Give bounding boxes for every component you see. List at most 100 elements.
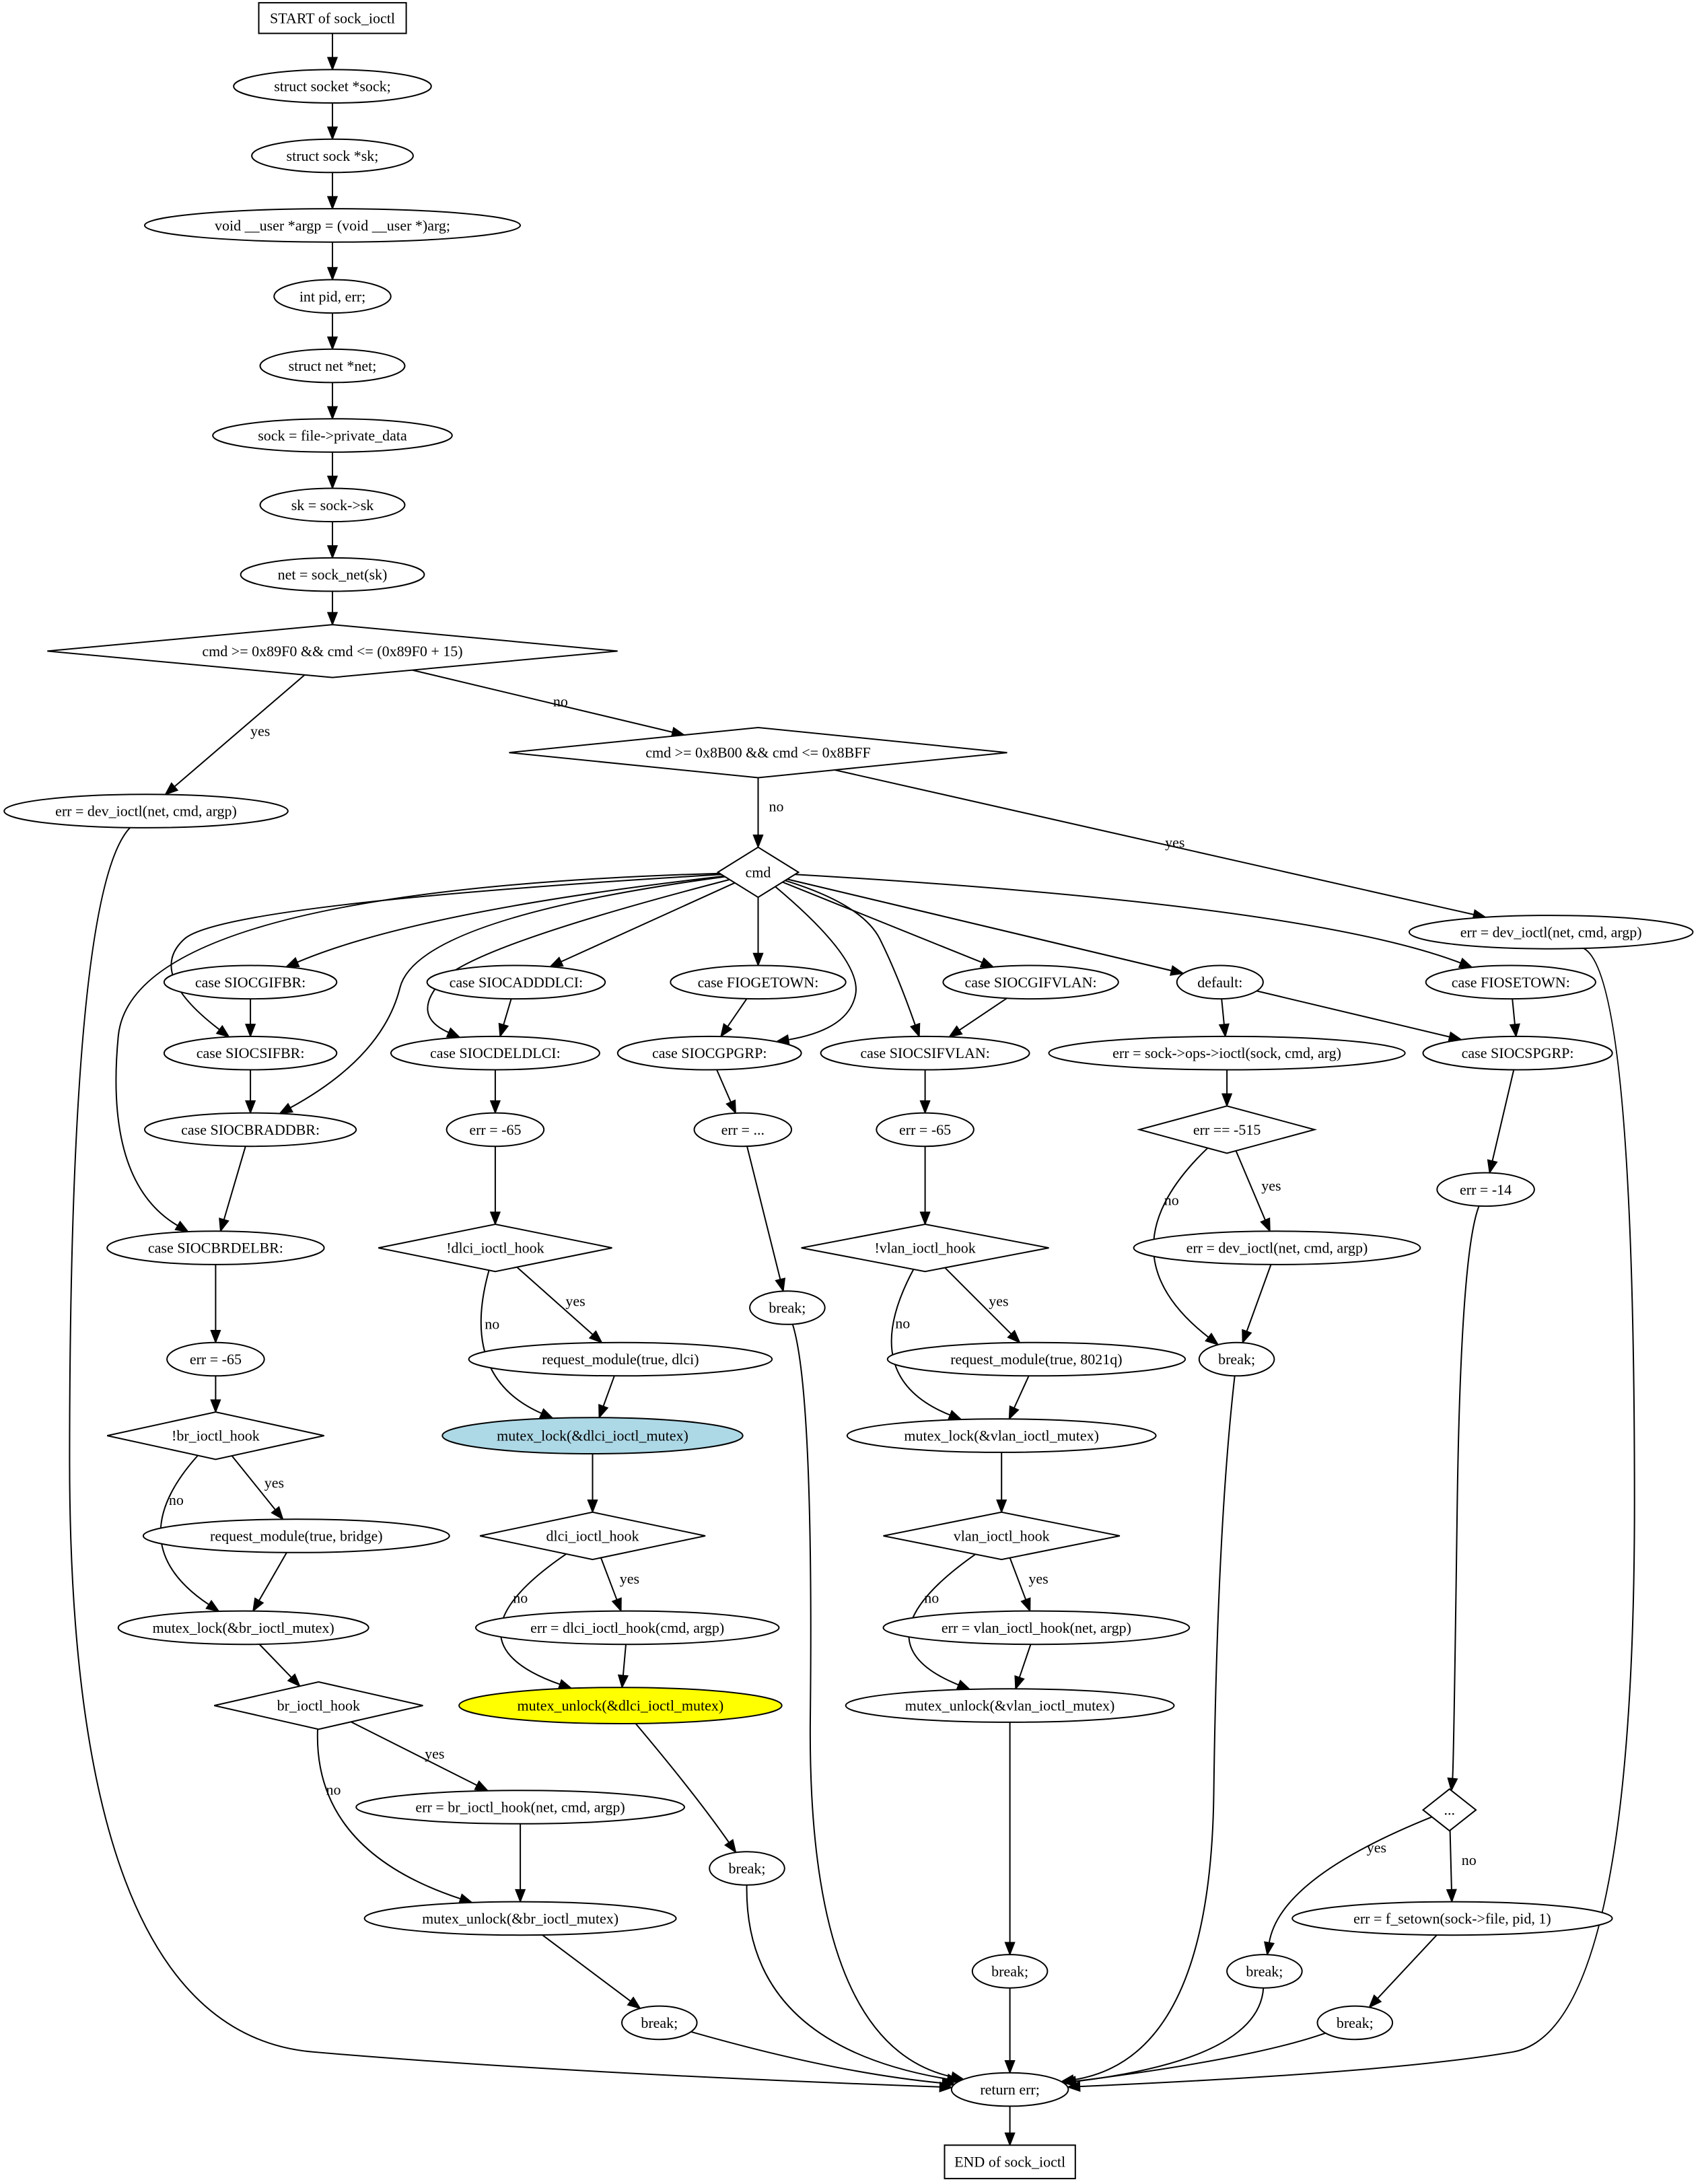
node-label: void __user *argp = (void __user *)arg; xyxy=(215,217,450,234)
node-n7: sk = sock->sk xyxy=(259,487,406,523)
node-label: case SIOCGIFVLAN: xyxy=(965,974,1097,991)
edge-c-brdelbr-to-br-err xyxy=(210,1264,221,1344)
node-label: err = dev_ioctl(net, cmd, argp) xyxy=(55,803,237,820)
edge-n4-to-n5 xyxy=(326,313,339,351)
node-n3: void __user *argp = (void __user *)arg; xyxy=(144,208,521,243)
edge-line xyxy=(787,878,1450,1038)
arrow-head xyxy=(627,1996,641,2010)
node-vl-d1: !vlan_ioctl_hook xyxy=(801,1223,1049,1273)
node-label: case SIOCGPGRP: xyxy=(652,1045,767,1061)
edge-sp-err-to-sp-d xyxy=(1447,1205,1480,1792)
edge-own-err-to-own-break xyxy=(746,1146,786,1293)
node-label: break; xyxy=(991,1963,1028,1979)
arrow-head xyxy=(1487,1159,1498,1174)
arrow-head xyxy=(326,545,339,559)
node-shape xyxy=(1176,964,1264,1000)
edge-line xyxy=(1491,1069,1515,1162)
node-dl-break: break; xyxy=(709,1851,785,1886)
edge-sw-to-c-fiosetown xyxy=(795,874,1474,968)
node-label: dlci_ioctl_hook xyxy=(546,1528,639,1545)
node-shape xyxy=(3,794,289,829)
arrow-head xyxy=(215,1024,231,1038)
node-shape xyxy=(670,964,847,1000)
edge-label-no: no xyxy=(895,1315,910,1332)
node-shape xyxy=(273,279,392,314)
arrow-head xyxy=(219,1218,229,1233)
node-label: case SIOCDELDLCI: xyxy=(430,1045,561,1061)
edge-line xyxy=(727,998,748,1027)
node-label: cmd xyxy=(746,864,771,881)
edge-c-gpgrp-to-own-err xyxy=(716,1069,736,1115)
edge-line xyxy=(69,827,940,2088)
arrow-head xyxy=(548,956,564,968)
arrow-head xyxy=(1004,2060,1016,2074)
node-shape xyxy=(944,2144,1076,2179)
edge-label-no: no xyxy=(924,1590,939,1607)
node-n6: sock = file->private_data xyxy=(212,418,453,453)
edge-n7-to-n8 xyxy=(326,522,339,559)
arrow-head xyxy=(948,1025,963,1038)
node-label: net = sock_net(sk) xyxy=(278,566,388,583)
edge-br-break-to-ret xyxy=(690,2031,956,2089)
edge-line xyxy=(690,2031,943,2084)
edge-c-fiosetown-to-c-spgrp xyxy=(1509,999,1520,1038)
edge-label-no: no xyxy=(169,1491,184,1508)
edge-line xyxy=(746,1146,781,1280)
node-label: mutex_unlock(&br_ioctl_mutex) xyxy=(422,1910,618,1927)
arrow-head xyxy=(557,1679,573,1689)
arrow-head xyxy=(515,1889,526,1903)
arrow-head xyxy=(752,952,764,967)
node-shape xyxy=(106,1411,324,1460)
node-label: err = br_ioctl_hook(net, cmd, argp) xyxy=(415,1799,625,1816)
arrow-head xyxy=(1221,1093,1233,1108)
arrow-head xyxy=(719,1023,733,1038)
node-df-dev: err = dev_ioctl(net, cmd, argp) xyxy=(1133,1230,1421,1265)
node-vl-break: break; xyxy=(971,1954,1049,1989)
arrow-head xyxy=(1509,1023,1520,1038)
node-label: mutex_unlock(&vlan_ioctl_mutex) xyxy=(905,1697,1115,1714)
arrow-head xyxy=(919,1100,931,1115)
node-label: break; xyxy=(641,2014,678,2031)
edge-sw-to-c-deldlci xyxy=(427,878,730,1038)
edge-br-unlock-to-br-break xyxy=(542,1934,641,2010)
edge-vl-break-to-ret xyxy=(1004,1987,1016,2074)
arrow-head xyxy=(752,835,764,849)
edge-line xyxy=(1079,948,1635,2088)
node-dl-err: err = -65 xyxy=(446,1112,545,1148)
edge-label-no: no xyxy=(553,693,568,709)
edge-label-no: no xyxy=(1164,1192,1179,1209)
node-br-d2: br_ioctl_hook xyxy=(214,1681,423,1730)
node-e2: err = dev_ioctl(net, cmd, argp) xyxy=(1408,915,1694,950)
node-shape xyxy=(258,2,407,34)
edge-dl-lock-to-dl-d2 xyxy=(587,1454,598,1514)
node-label: br_ioctl_hook xyxy=(277,1697,360,1714)
node-label: err = f_setown(sock->file, pid, 1) xyxy=(1353,1910,1551,1927)
node-label: case SIOCSIFBR: xyxy=(197,1045,305,1061)
node-br-unlock: mutex_unlock(&br_ioctl_mutex) xyxy=(363,1901,677,1936)
arrow-head xyxy=(956,1679,971,1690)
edge-c-fiogetown-to-c-gpgrp xyxy=(719,998,748,1038)
node-c-sifvlan: case SIOCSIFVLAN: xyxy=(820,1035,1030,1071)
arrow-head xyxy=(1447,1777,1458,1792)
node-shape xyxy=(446,1112,545,1148)
node-label: struct net *net; xyxy=(289,357,377,374)
edge-c-sifbr-to-c-braddbr xyxy=(245,1069,256,1115)
arrow-head xyxy=(326,612,339,627)
edge-d2-to-e2: yes xyxy=(835,769,1487,920)
edge-line xyxy=(716,1069,732,1102)
edge-sw-to-c-spgrp xyxy=(787,878,1463,1043)
arrow-head xyxy=(611,1597,622,1613)
node-shape xyxy=(1421,1788,1477,1832)
node-label: break; xyxy=(1337,2014,1374,2031)
edge-line xyxy=(600,1557,618,1600)
node-df-d: err == -515 xyxy=(1137,1105,1318,1154)
node-label: !vlan_ioctl_hook xyxy=(874,1240,975,1257)
edge-d1-to-e1: yes xyxy=(164,674,306,796)
node-shape xyxy=(163,964,338,1000)
arrow-head xyxy=(1264,1941,1275,1957)
arrow-head xyxy=(245,1100,256,1115)
arrow-head xyxy=(205,1599,220,1613)
edge-label-yes: yes xyxy=(1367,1839,1386,1856)
edge-line xyxy=(412,669,673,733)
node-shape xyxy=(876,1112,974,1148)
